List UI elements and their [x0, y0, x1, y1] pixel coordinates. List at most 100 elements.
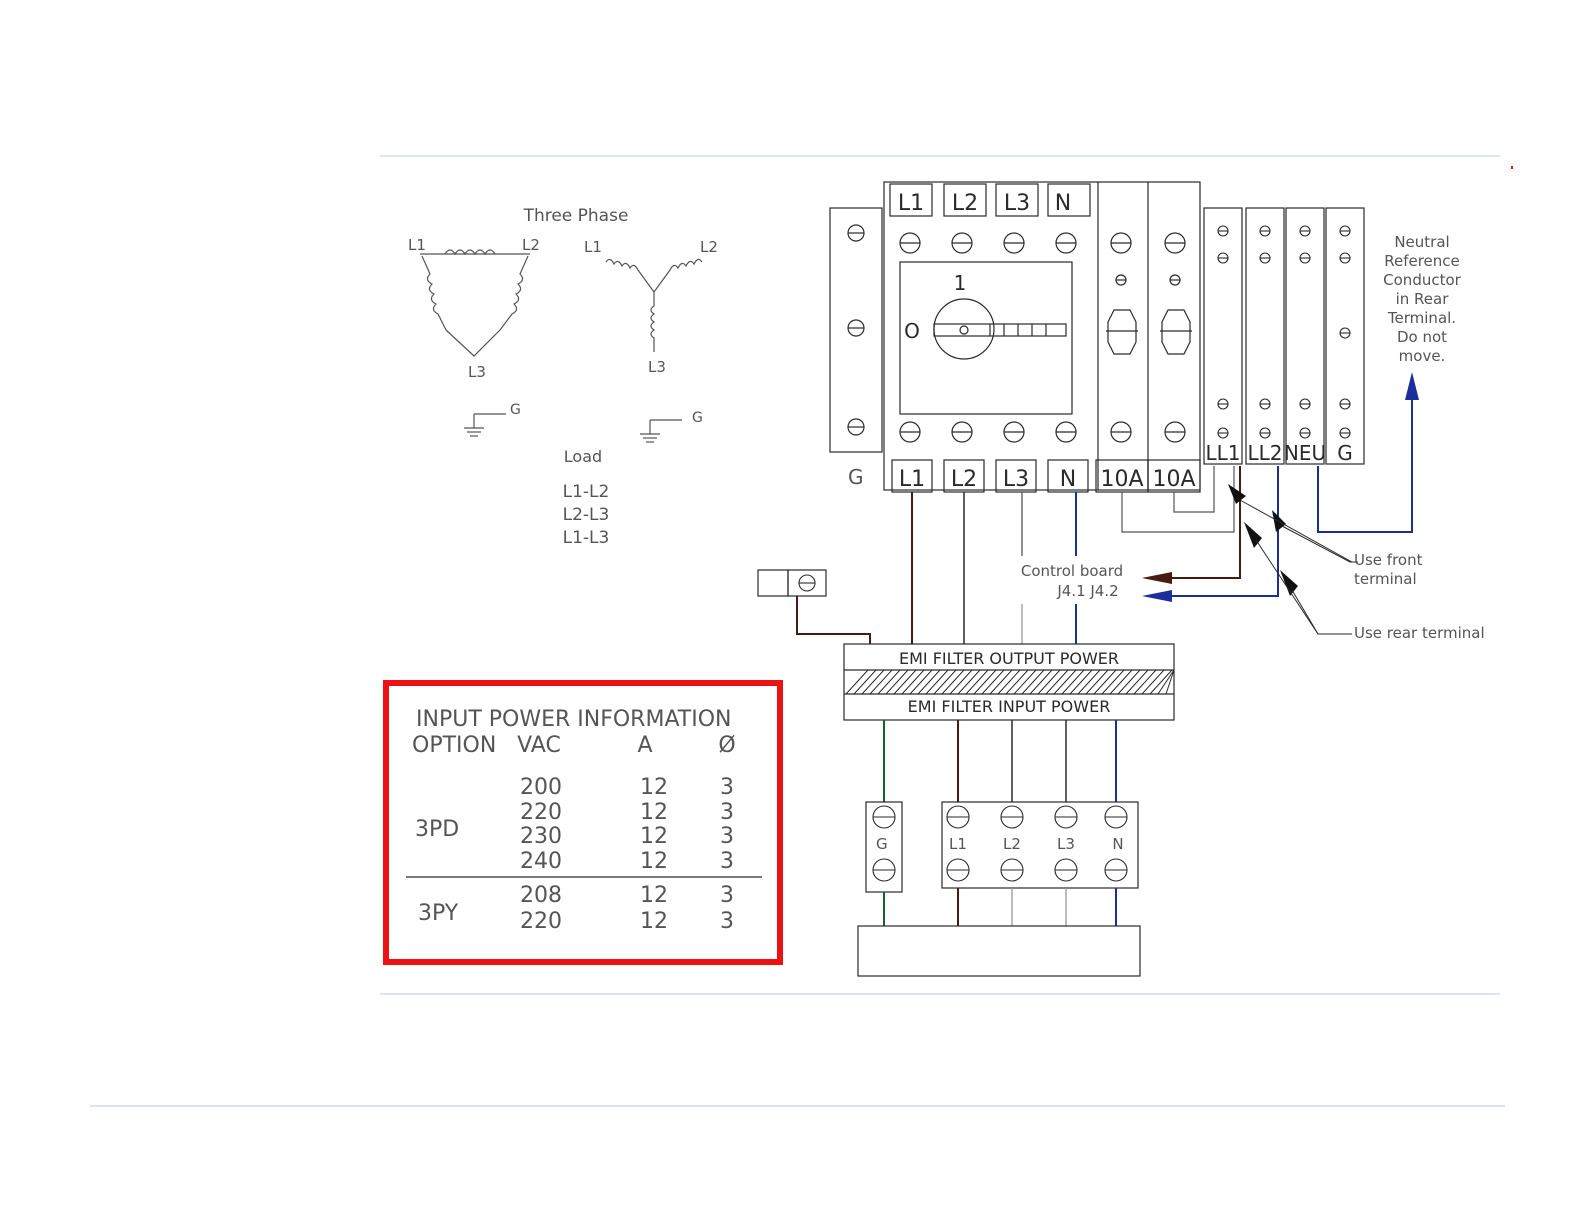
neutral-note-line-2: Reference [1384, 252, 1460, 270]
ground-bar [829, 207, 883, 453]
terminal-ll2-label: LL2 [1247, 441, 1282, 465]
switch-top-l2: L2 [952, 191, 978, 216]
switch-top-l3: L3 [1004, 191, 1030, 216]
front-terminal-note-2: terminal [1354, 570, 1417, 588]
load-title: Load [564, 447, 602, 466]
filter-hatch-line [973, 669, 997, 695]
wye-l2-label: L2 [700, 238, 718, 256]
control-board-pins: J4.1 J4.2 [1056, 582, 1118, 600]
delta-connection: L1 L2 L3 G [408, 236, 540, 437]
delta-l2-label: L2 [522, 236, 540, 254]
header-phase: Ø [718, 733, 735, 758]
row-3pd-4-phase: 3 [720, 849, 734, 874]
filter-hatch-line [877, 669, 901, 695]
row-3pd-2-amps: 12 [640, 800, 668, 825]
ll2-arrow-icon [1142, 590, 1172, 602]
ll2-control-wire [1170, 466, 1279, 597]
filter-hatch-line [949, 669, 973, 695]
filter-hatch-line [1157, 669, 1175, 695]
row-3pd-3-amps: 12 [640, 824, 668, 849]
filter-hatch-line [1053, 669, 1077, 695]
filter-hatch-line [1069, 669, 1093, 695]
wye-ground-label: G [692, 410, 703, 426]
filter-hatch-line [1029, 669, 1053, 695]
filter-hatch-line [1037, 669, 1061, 695]
fuse-2-label: 10A [1152, 467, 1195, 492]
filter-hatch-line [853, 669, 877, 695]
three-phase-title: Three Phase [523, 206, 629, 226]
delta-ground-label: G [510, 402, 521, 418]
neutral-note-line-4: in Rear [1396, 290, 1450, 308]
neutral-note-line-3: Conductor [1383, 271, 1461, 289]
emi-output-label: EMI FILTER OUTPUT POWER [899, 649, 1119, 668]
filter-hatch-line [925, 669, 949, 695]
table-highlight-box [383, 680, 783, 965]
switch-top-n: N [1055, 191, 1071, 216]
neutral-reference-note: Neutral Reference Conductor in Rear Term… [1383, 233, 1461, 365]
neutral-reference-wire [1317, 396, 1413, 533]
filter-hatch-line [1149, 669, 1173, 695]
row-3pd-1-amps: 12 [640, 775, 668, 800]
filter-hatch-line [1133, 669, 1157, 695]
neutral-note-line-6: Do not [1397, 328, 1447, 346]
filter-hatch-line [885, 669, 909, 695]
filter-hatch-line [1109, 669, 1133, 695]
filter-hatch-line [981, 669, 1005, 695]
switch-position-off: O [904, 319, 920, 343]
group-3py-option: 3PY [418, 901, 459, 926]
filter-hatch-line [845, 669, 869, 695]
row-3pd-4-amps: 12 [640, 849, 668, 874]
load-l1-l3: L1-L3 [563, 528, 610, 548]
filter-hatch-line [1045, 669, 1069, 695]
filter-hatch-line [1085, 669, 1109, 695]
table-title: INPUT POWER INFORMATION [416, 707, 732, 732]
filter-hatch-line [1013, 669, 1037, 695]
filter-hatch-line [1165, 669, 1175, 695]
wye-connection: L1 L2 L3 G [584, 238, 718, 443]
switch-ground-label: G [848, 465, 864, 489]
terminal-neu-label: NEU [1284, 441, 1326, 465]
row-3pd-3-vac: 230 [520, 824, 562, 849]
switch-face [899, 261, 1073, 415]
neutral-arrow-icon [1405, 372, 1419, 400]
filter-hatch-line [1093, 669, 1117, 695]
row-3pd-1-vac: 200 [520, 775, 562, 800]
filter-hatch-line [1077, 669, 1101, 695]
filter-hatch-line [1021, 669, 1045, 695]
terminal-ll1-label: LL1 [1205, 441, 1240, 465]
delta-l3-label: L3 [468, 363, 486, 381]
three-phase-section: Three Phase L1 L2 L3 G L1 L2 L3 [408, 206, 718, 548]
ground-clamp [757, 569, 871, 644]
row-3py-1-vac: 208 [520, 883, 562, 908]
row-3py-2-amps: 12 [640, 909, 668, 934]
filter-hatch-line [861, 669, 885, 695]
terminal-callouts: Use front terminal Use rear terminal [1228, 484, 1485, 642]
load-l1-l2: L1-L2 [563, 482, 610, 502]
filter-hatch-line [1125, 669, 1149, 695]
switch-bottom-l2: L2 [951, 467, 977, 492]
emi-filter: EMI FILTER OUTPUT POWER EMI FILTER INPUT… [843, 643, 1175, 721]
filter-hatch-line [901, 669, 925, 695]
row-3py-2-vac: 220 [520, 909, 562, 934]
filter-hatch-line [1101, 669, 1125, 695]
filter-hatch-line [957, 669, 981, 695]
filter-hatch-line [989, 669, 1013, 695]
ll1-arrow-icon [1142, 572, 1172, 584]
input-ground-label: G [876, 835, 888, 853]
filter-hatch-line [917, 669, 941, 695]
delta-l1-label: L1 [408, 236, 426, 254]
wye-l1-label: L1 [584, 238, 602, 256]
switch-position-on: 1 [954, 271, 967, 295]
switch-bottom-n: N [1060, 467, 1076, 492]
row-3py-1-amps: 12 [640, 883, 668, 908]
filter-hatch-line [933, 669, 957, 695]
control-board-label: Control board [1021, 562, 1123, 580]
header-vac: VAC [517, 733, 561, 758]
neutral-note-line-5: Terminal. [1387, 309, 1456, 327]
filter-hatch-line [893, 669, 917, 695]
filter-hatch-line [965, 669, 989, 695]
ll1-control-wire [1170, 466, 1241, 579]
input-terminal-block: G L1 L2 L3 N [865, 801, 1139, 893]
main-switch-assembly: G L1 L2 L3 N [829, 181, 1201, 493]
row-3pd-4-vac: 240 [520, 849, 562, 874]
